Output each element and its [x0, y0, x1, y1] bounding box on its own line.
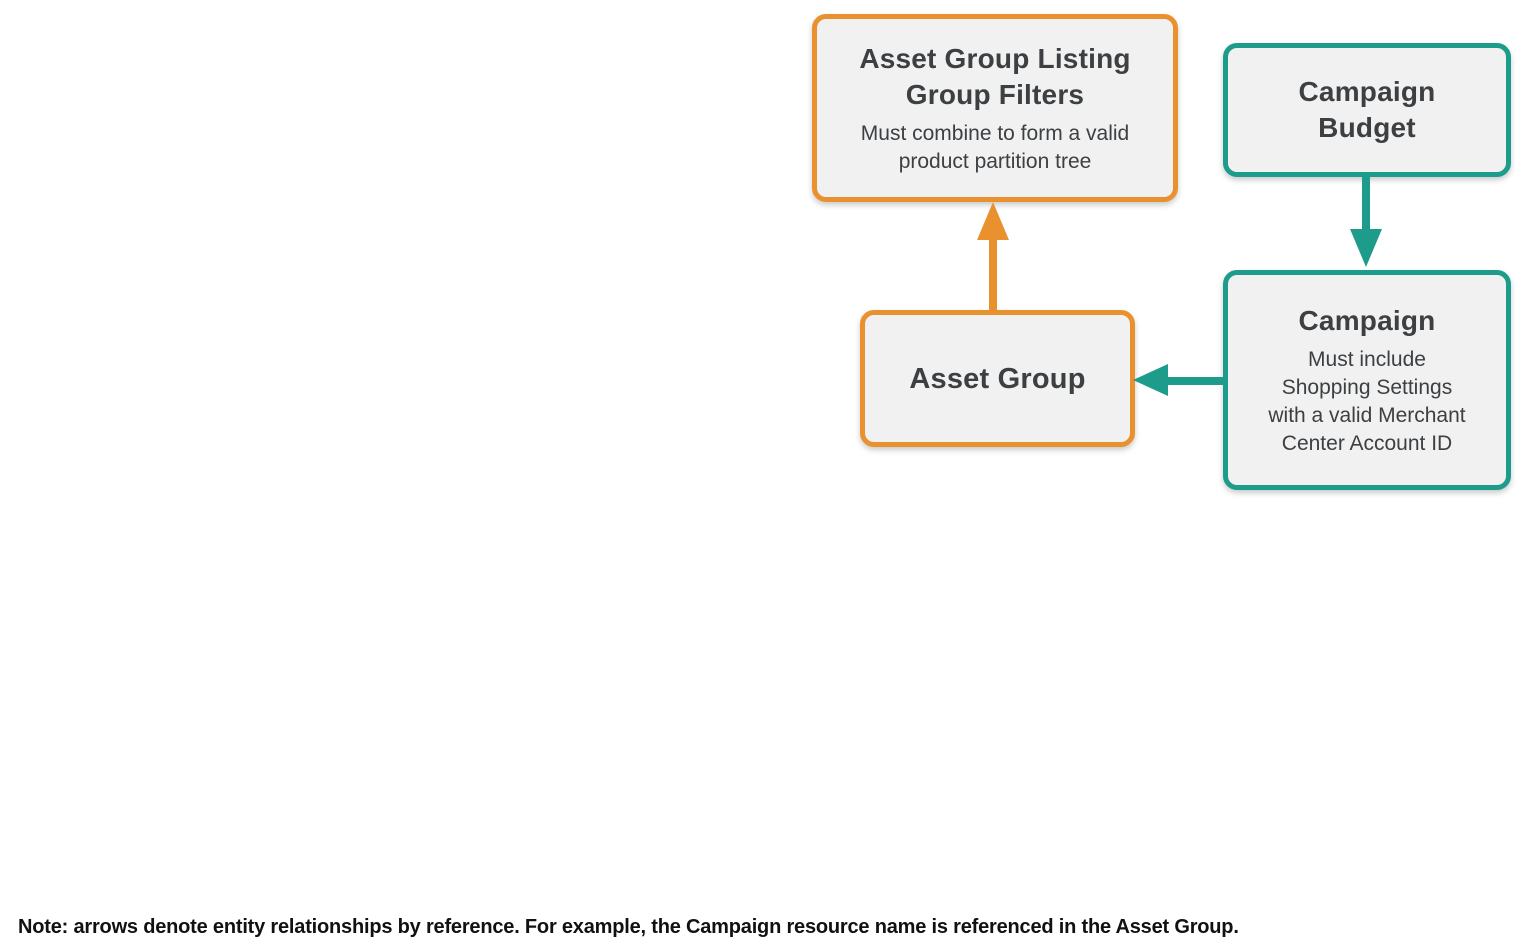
arrow-campaign-to-asset-group-head-icon [1133, 364, 1168, 396]
node-subtitle: Must combine to form a valid product par… [860, 121, 1130, 173]
footnote: Note: arrows denote entity relationships… [18, 916, 1239, 938]
node-subtitle: Must include Shopping Settings with a va… [1268, 347, 1466, 455]
node-title: Campaign [1298, 304, 1436, 336]
node-title: Asset Group [909, 362, 1086, 395]
node-campaign: Campaign Must include Shopping Settings … [1223, 270, 1511, 490]
arrow-asset-group-to-listing-filters-head-icon [977, 202, 1009, 240]
node-title: Asset Group Listing Group Filters [859, 42, 1131, 110]
arrow-asset-group-to-listing-filters-shaft [989, 238, 997, 312]
arrow-campaign-budget-to-campaign-head-icon [1350, 229, 1382, 267]
node-asset-group-listing-group-filters: Asset Group Listing Group Filters Must c… [812, 14, 1178, 202]
arrow-campaign-to-asset-group-shaft [1166, 377, 1225, 385]
node-asset-group: Asset Group [860, 310, 1135, 447]
node-title: Campaign Budget [1298, 76, 1436, 143]
arrow-campaign-budget-to-campaign-shaft [1362, 175, 1370, 231]
node-campaign-budget: Campaign Budget [1223, 43, 1511, 177]
